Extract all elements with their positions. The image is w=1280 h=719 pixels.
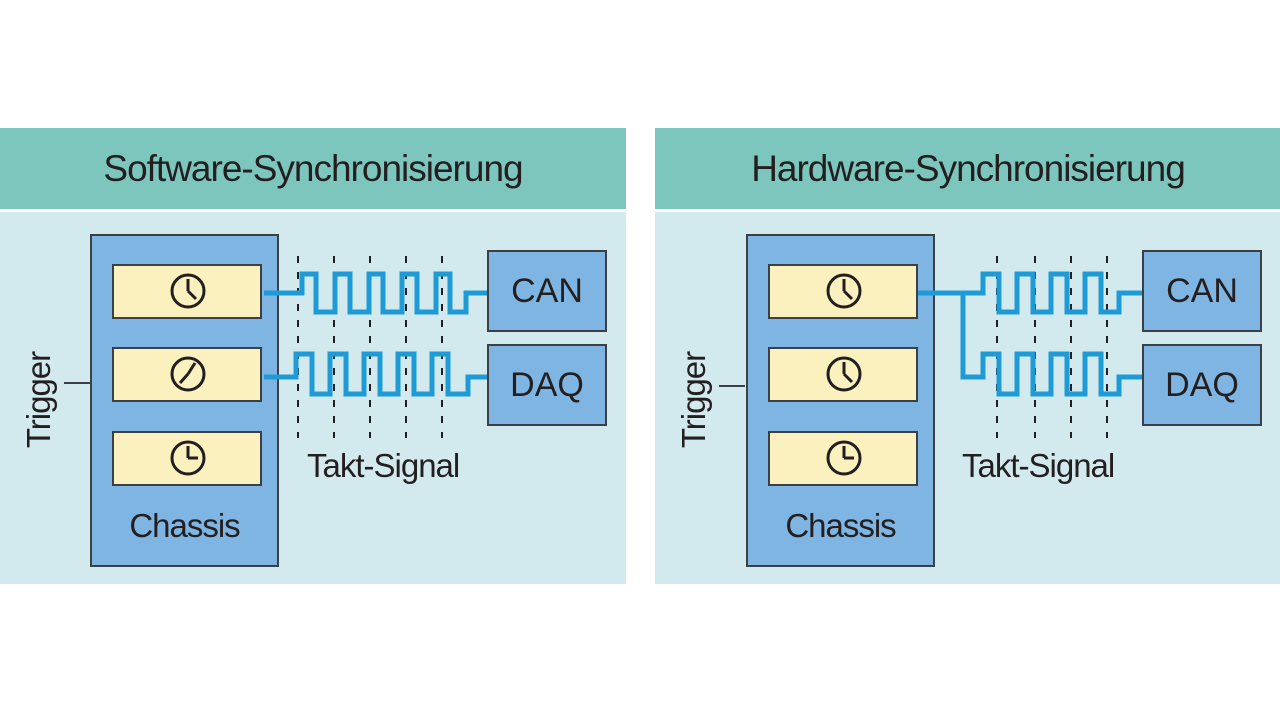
module-2 [112, 347, 262, 402]
software-sync-panel: Software-Synchronisierung Trigger Chassi… [0, 128, 626, 584]
trigger-line [719, 385, 745, 387]
panel-body: Trigger Chassis CAN DAQ [0, 212, 626, 584]
chassis: Chassis [746, 234, 935, 567]
clock-icon [170, 440, 206, 476]
module-3 [112, 431, 262, 486]
hardware-sync-panel: Hardware-Synchronisierung Trigger Chassi… [655, 128, 1280, 584]
panel-title: Hardware-Synchronisierung [655, 128, 1280, 209]
clock-signal-graphic [918, 256, 1142, 438]
clock-signal-label: Takt-Signal [962, 447, 1115, 484]
module-2 [768, 347, 918, 402]
clock-signal-can [918, 271, 1142, 315]
clock-icon [826, 273, 862, 309]
clock-signal-daq [960, 293, 1142, 397]
panel-body: Trigger Chassis CAN DAQ [655, 212, 1280, 584]
clock-signal-graphic [264, 256, 487, 438]
clock-icon [826, 356, 862, 392]
clock-icon [170, 273, 206, 309]
chassis-label: Chassis [129, 507, 240, 544]
can-device: CAN [1142, 250, 1262, 332]
clock-signal-daq [264, 351, 487, 397]
clock-signal-label: Takt-Signal [307, 447, 460, 484]
can-device: CAN [487, 250, 607, 332]
panel-title: Software-Synchronisierung [0, 128, 626, 209]
clock-icon [826, 440, 862, 476]
chassis-label: Chassis [785, 507, 896, 544]
clock-signal-can [264, 271, 487, 315]
module-1 [112, 264, 262, 319]
trigger-line [64, 382, 90, 384]
clock-icon [170, 356, 206, 392]
daq-device: DAQ [1142, 344, 1262, 426]
daq-device: DAQ [487, 344, 607, 426]
module-1 [768, 264, 918, 319]
chassis: Chassis [90, 234, 279, 567]
module-3 [768, 431, 918, 486]
